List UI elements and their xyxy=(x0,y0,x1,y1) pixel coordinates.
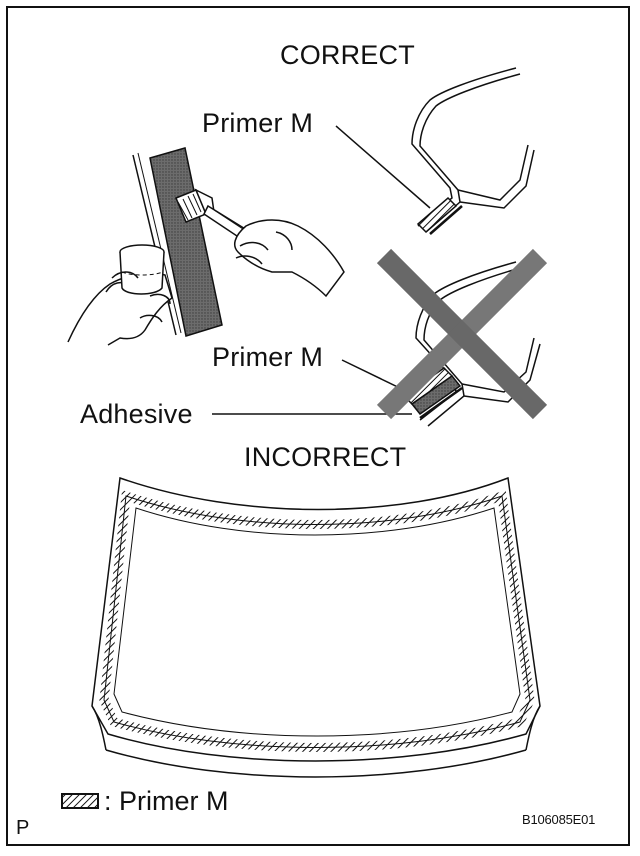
incorrect-x-mark xyxy=(376,248,548,420)
primer-m-correct-label: Primer M xyxy=(202,108,314,138)
windshield-glass xyxy=(91,476,541,778)
correct-label: CORRECT xyxy=(280,40,415,70)
adhesive-label: Adhesive xyxy=(80,399,193,429)
figure-code: B106085E01 xyxy=(522,812,596,827)
legend: : Primer M xyxy=(60,786,229,816)
left-hand-with-cup xyxy=(67,244,173,346)
incorrect-cross-section xyxy=(402,261,541,427)
right-hand-with-brush xyxy=(233,219,345,298)
incorrect-label: INCORRECT xyxy=(244,442,407,472)
brush-application-illustration xyxy=(67,147,345,346)
primer-m-hatch-swatch xyxy=(61,793,99,809)
corner-mark: P xyxy=(16,817,30,839)
legend-text: : Primer M xyxy=(104,785,229,816)
correct-cross-section xyxy=(411,67,535,235)
primer-m-incorrect-label: Primer M xyxy=(212,342,324,372)
